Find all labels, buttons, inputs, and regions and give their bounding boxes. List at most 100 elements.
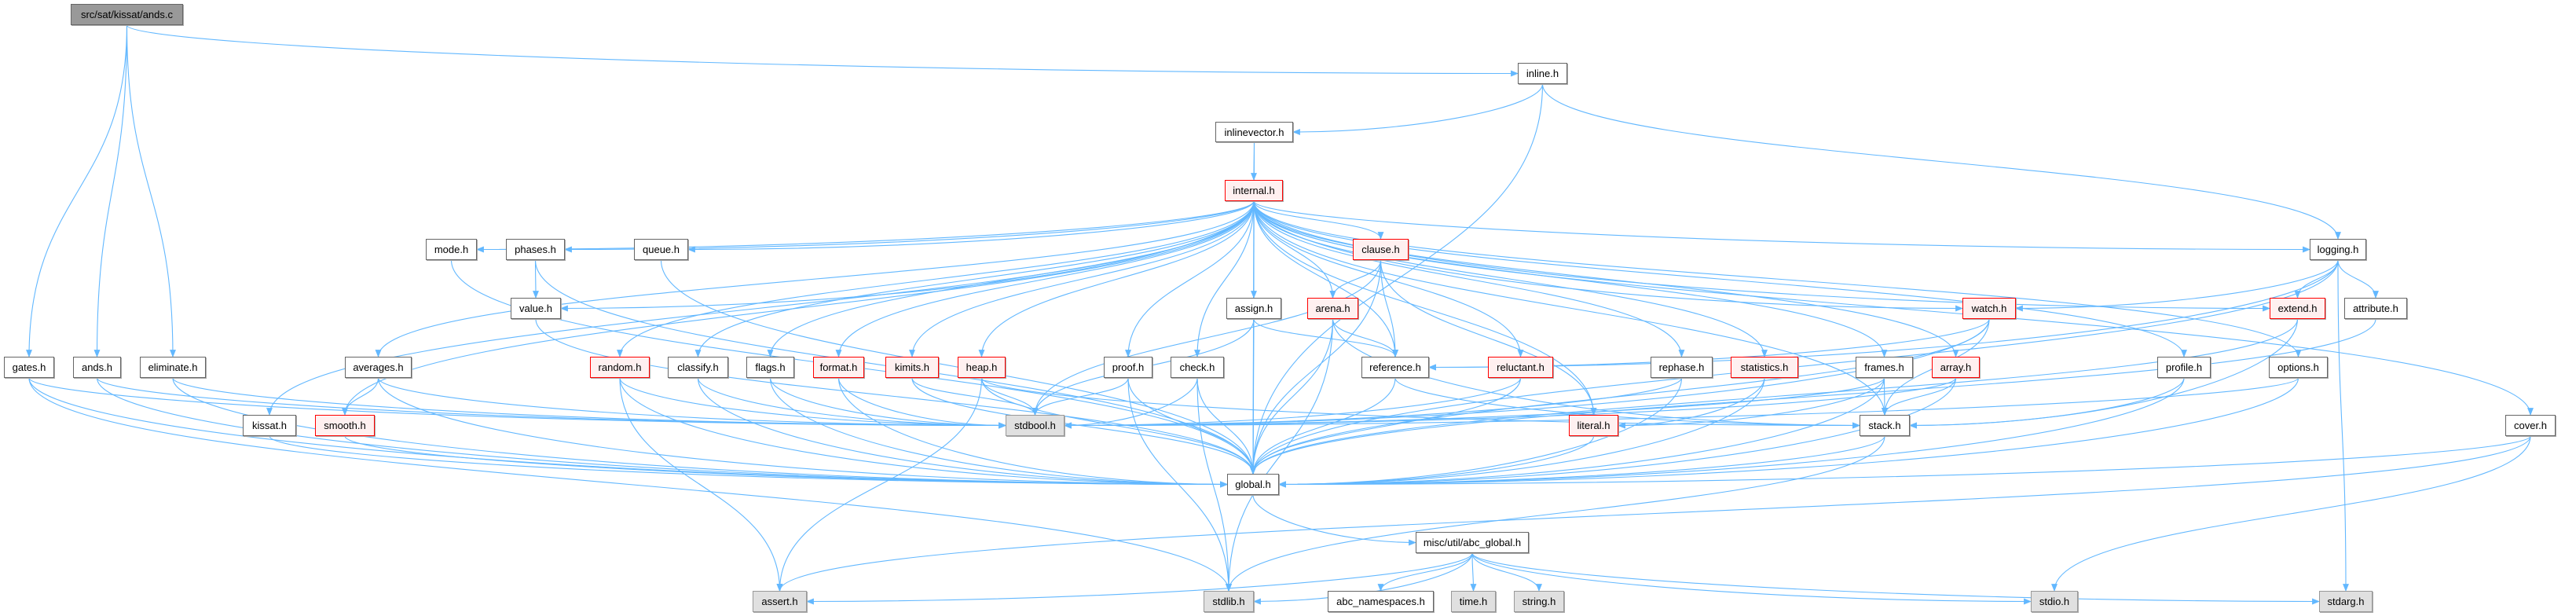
edge-internal-to-options [1253,200,2302,358]
node-abc-global[interactable]: misc/util/abc_global.h [1416,532,1529,553]
node-smooth[interactable]: smooth.h [315,415,375,436]
node-queue[interactable]: queue.h [634,239,688,260]
edge-profile-to-stack [1909,377,2185,429]
edge-internal-to-queue [687,200,1255,253]
edge-internal-to-kissat [266,200,1255,416]
node-literal[interactable]: literal.h [1569,415,1618,436]
edge-eliminate-to-stdbool [172,377,1006,429]
node-inline[interactable]: inline.h [1518,63,1567,84]
node-format[interactable]: format.h [813,357,864,378]
edge-attribute-to-global [1250,318,2376,475]
edge-ands_c-to-eliminate [126,24,176,358]
edge-assign-to-global [1250,318,1256,475]
node-kimits[interactable]: kimits.h [885,357,939,378]
node-clause[interactable]: clause.h [1353,239,1409,260]
edge-internal-to-classify [694,200,1255,358]
node-frames[interactable]: frames.h [1856,357,1913,378]
edge-rephase-to-global [1278,377,1683,488]
node-arena[interactable]: arena.h [1307,298,1358,319]
edge-classify-to-global [697,377,1228,488]
edge-heap-to-stack [980,377,1860,429]
edge-arena-to-reference [1332,318,1398,358]
edge-internal-to-reference [1253,200,1398,358]
node-watch[interactable]: watch.h [1962,298,2016,319]
node-rephase[interactable]: rephase.h [1651,357,1713,378]
node-stdbool: stdbool.h [1006,415,1064,436]
node-inlinevector[interactable]: inlinevector.h [1215,122,1293,142]
node-classify[interactable]: classify.h [668,357,728,378]
edge-internal-to-clause [1253,200,1384,240]
edge-cover-to-assert [776,435,2531,592]
edge-check-to-stdlib [1196,377,1232,592]
edge-internal-to-logging [1253,200,2310,253]
node-value[interactable]: value.h [511,298,561,319]
node-ands-h[interactable]: ands.h [73,357,121,378]
node-logging[interactable]: logging.h [2310,239,2366,260]
edge-ands_c-to-gates [26,24,128,358]
node-reference[interactable]: reference.h [1361,357,1429,378]
node-stdio: stdio.h [2031,591,2078,612]
node-statistics[interactable]: statistics.h [1731,357,1798,378]
edge-internal-to-phases [564,200,1255,253]
edge-eliminate-to-global [172,377,1228,488]
edge-random-to-assert [619,377,783,592]
edge-averages-to-global [377,377,1228,488]
edge-abc_global-to-stdarg [1471,552,2320,605]
node-random[interactable]: random.h [590,357,650,378]
node-averages[interactable]: averages.h [345,357,412,378]
node-assign[interactable]: assign.h [1226,298,1281,319]
node-check[interactable]: check.h [1171,357,1224,378]
node-gates[interactable]: gates.h [4,357,54,378]
edge-abc_global-to-string [1471,552,1542,592]
edge-array-to-global [1278,377,1957,488]
node-array[interactable]: array.h [1932,357,1980,378]
edge-heap-to-assert [776,377,983,592]
node-proof[interactable]: proof.h [1104,357,1152,378]
node-flags[interactable]: flags.h [746,357,794,378]
edge-ands_c-to-ands_h [93,24,128,358]
edge-arena-to-stdlib [1226,318,1334,592]
node-kissat[interactable]: kissat.h [243,415,296,436]
node-options[interactable]: options.h [2269,357,2328,378]
edge-logging-to-reference [1428,259,2339,371]
edge-array-to-stdbool [1064,377,1957,429]
node-stack[interactable]: stack.h [1860,415,1910,436]
node-attribute[interactable]: attribute.h [2344,298,2407,319]
node-eliminate[interactable]: eliminate.h [140,357,206,378]
node-phases[interactable]: phases.h [506,239,565,260]
edge-random-to-global [619,377,1228,488]
edge-averages-to-smooth [342,377,379,416]
edge-abc_global-to-stdio [1471,552,2032,605]
edge-options-to-global [1278,377,2299,488]
node-extend[interactable]: extend.h [2270,298,2325,319]
edge-internal-to-statistics [1253,200,1768,358]
node-cover[interactable]: cover.h [2505,415,2556,436]
edge-reference-to-global [1250,377,1396,475]
edge-stack-to-stdlib [1226,435,1885,592]
node-profile[interactable]: profile.h [2157,357,2211,378]
edge-reference-to-stack [1394,377,1860,429]
edge-check-to-stdbool [1064,377,1198,429]
edge-inline-to-global [1250,83,1544,475]
node-reluctant[interactable]: reluctant.h [1488,357,1553,378]
edge-internal-to-heap [978,200,1255,358]
edge-ands_h-to-global [96,377,1228,488]
edge-heap-to-global [980,377,1256,475]
edge-logging-to-attribute [2337,259,2379,299]
node-mode[interactable]: mode.h [426,239,477,260]
node-global[interactable]: global.h [1227,474,1279,495]
edge-queue-to-global [660,259,1256,475]
edge-flags-to-stdbool [769,377,1006,429]
node-internal[interactable]: internal.h [1225,180,1283,201]
edge-clause-to-reference [1380,259,1398,358]
edge-gates-to-stdlib [28,377,1232,592]
edge-options-to-stdbool [1064,377,2299,429]
edge-averages-to-stdbool [377,377,1006,429]
edge-check-to-global [1196,377,1256,475]
node-ands-c[interactable]: src/sat/kissat/ands.c [71,4,183,25]
node-abc-namespaces[interactable]: abc_namespaces.h [1328,591,1434,612]
node-heap[interactable]: heap.h [958,357,1006,378]
edge-watch-to-global [1250,318,1990,475]
